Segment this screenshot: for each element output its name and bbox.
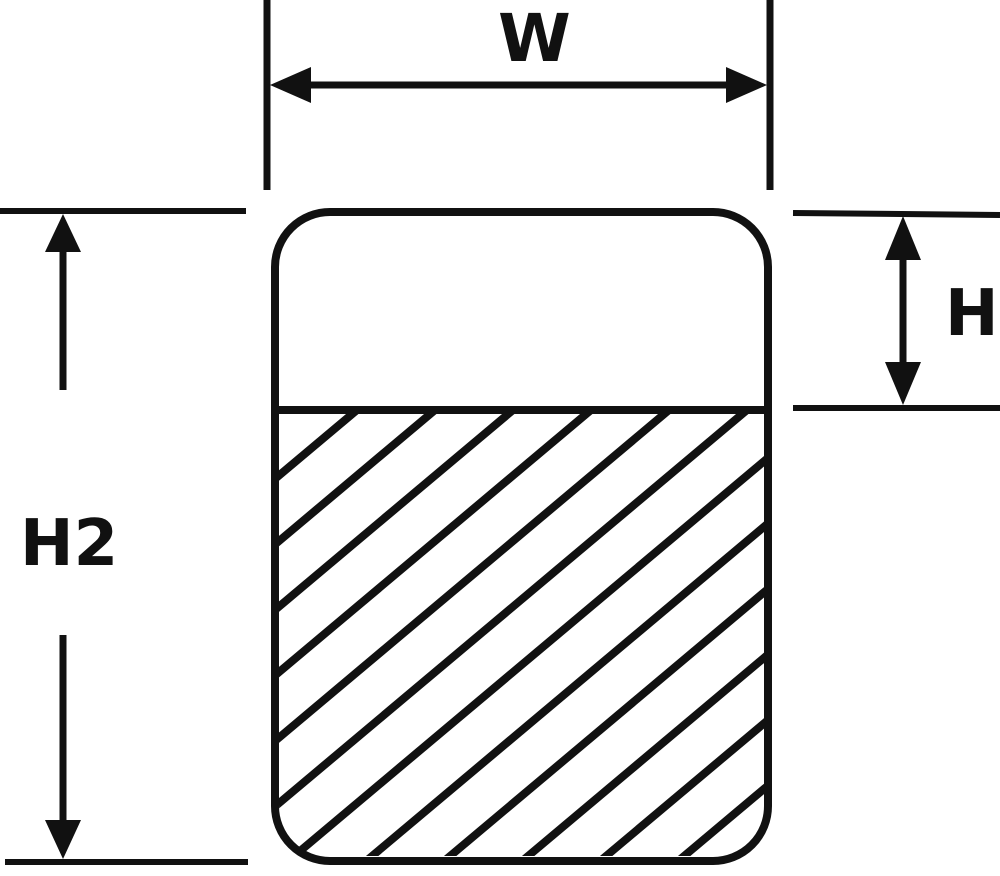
h-extension-line-top — [792, 210, 1000, 218]
width-arrowhead-right-icon — [726, 67, 767, 103]
h2-arrowhead-down-icon — [45, 820, 81, 859]
upper-height-label: H — [945, 277, 999, 351]
profile-outline — [271, 208, 772, 865]
upper-height-dimension — [792, 210, 1000, 411]
h-arrowhead-down-icon — [885, 362, 921, 405]
width-arrowhead-left-icon — [270, 67, 311, 103]
total-height-label: H2 — [20, 507, 119, 581]
width-dimension — [263, 0, 774, 190]
total-height-dimension — [0, 208, 248, 865]
h-arrowhead-up-icon — [885, 216, 921, 260]
width-label: W — [498, 0, 571, 77]
h2-arrowhead-up-icon — [45, 214, 81, 252]
hatch-pattern — [279, 414, 764, 856]
